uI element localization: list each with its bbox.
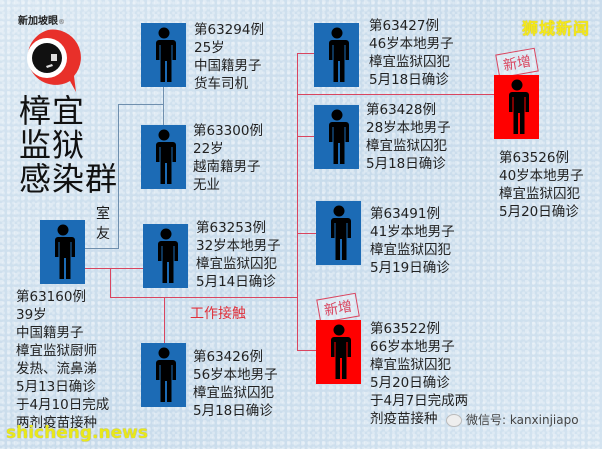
connector	[163, 87, 164, 125]
logo: 新加坡眼®	[12, 8, 84, 93]
connector	[297, 94, 494, 95]
wechat-watermark: 微信号: kanxinjiapo	[446, 411, 579, 428]
connector	[297, 53, 298, 351]
person-icon	[507, 79, 529, 134]
page-title: 樟宜 监狱 感染群	[19, 92, 119, 198]
person-icon-63294	[141, 23, 186, 87]
connector	[84, 268, 143, 269]
person-icon	[329, 205, 351, 260]
eye-logo-icon	[27, 29, 81, 93]
connector	[297, 233, 316, 234]
wechat-icon	[446, 414, 462, 427]
person-icon	[329, 324, 351, 379]
person-icon-63526	[494, 75, 539, 139]
person-icon-63253	[143, 224, 188, 288]
person-icon	[327, 109, 349, 164]
person-icon	[156, 228, 178, 283]
connector	[297, 136, 314, 137]
person-icon-63427	[314, 23, 359, 87]
person-icon	[154, 129, 176, 184]
person-icon-63491	[316, 201, 361, 265]
person-icon	[154, 347, 176, 402]
connector	[118, 104, 164, 105]
connector	[84, 248, 119, 249]
new-badge: 新增	[495, 47, 539, 79]
work-contact-label: 工作接触	[190, 306, 246, 322]
person-icon	[154, 27, 176, 82]
roommate-label: 室 友	[96, 206, 110, 242]
person-icon-63300	[141, 125, 186, 189]
person-icon-63428	[314, 105, 359, 169]
person-icon	[327, 27, 349, 82]
connector	[297, 53, 314, 54]
person-icon-63426	[141, 343, 186, 407]
connector	[110, 297, 298, 298]
connector	[118, 104, 119, 249]
person-icon-63522	[316, 320, 361, 384]
logo-text: 新加坡眼®	[18, 16, 65, 27]
connector	[164, 297, 165, 343]
site-watermark: shicheng.news	[6, 423, 148, 443]
person-icon	[53, 224, 75, 279]
brand-label: 狮城新闻	[521, 19, 590, 38]
connector	[110, 268, 111, 298]
person-icon-63160	[40, 220, 85, 284]
connector	[297, 350, 316, 351]
new-badge: 新增	[316, 292, 360, 324]
